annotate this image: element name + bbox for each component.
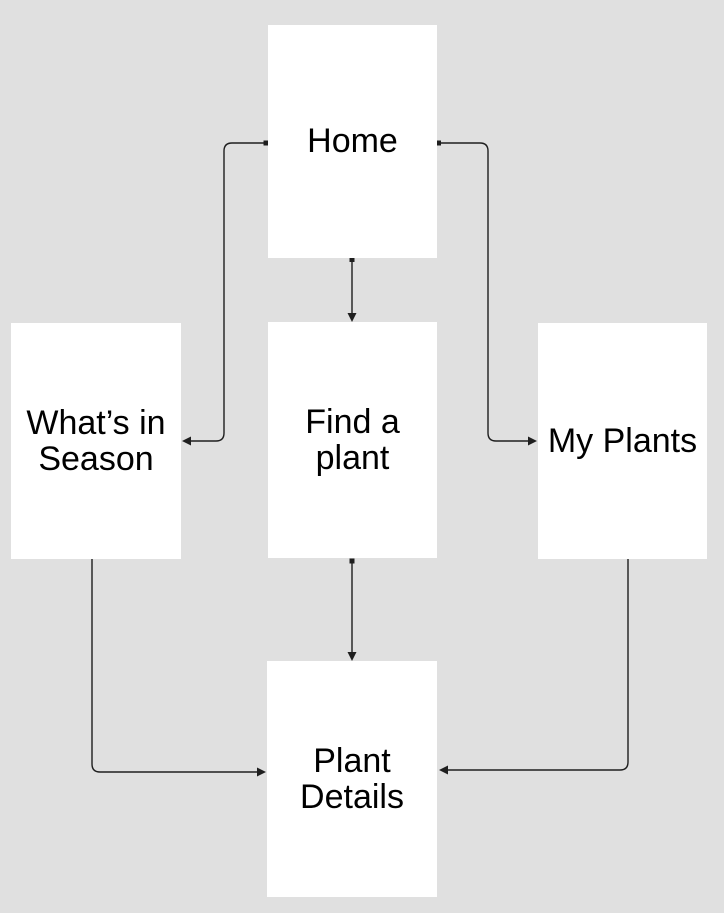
- node-label: My Plants: [547, 421, 698, 460]
- node-whats-in-season[interactable]: What’s in Season: [11, 323, 181, 559]
- node-home[interactable]: Home: [268, 25, 437, 258]
- connector-line: [439, 142, 528, 442]
- arrow-right-icon: [528, 436, 537, 446]
- connector-line: [91, 559, 257, 773]
- connector-line: [191, 142, 266, 442]
- arrow-down-icon: [347, 313, 357, 322]
- arrow-right-icon: [257, 767, 266, 777]
- node-my-plants[interactable]: My Plants: [538, 323, 707, 559]
- node-label: Find a plant: [305, 402, 400, 477]
- connector-home-to-whats-in-season: [182, 140, 269, 446]
- connector-my-plants-to-plant-details: [439, 559, 629, 775]
- connector-home-to-my-plants: [436, 140, 537, 446]
- arrow-left-icon: [182, 436, 191, 446]
- arrow-left-icon: [439, 765, 448, 775]
- connector-start-dot: [349, 558, 355, 564]
- connector-whats-in-season-to-plant-details: [91, 559, 266, 777]
- node-label: Plant Details: [300, 741, 404, 816]
- connector-line: [448, 559, 629, 771]
- connector-find-a-plant-to-plant-details: [347, 558, 357, 661]
- arrow-down-icon: [347, 652, 357, 661]
- node-plant-details[interactable]: Plant Details: [267, 661, 437, 897]
- node-find-a-plant[interactable]: Find a plant: [268, 322, 437, 558]
- node-label: Home: [307, 122, 398, 161]
- connector-home-to-find-a-plant: [347, 257, 357, 322]
- node-label: What’s in Season: [26, 403, 166, 478]
